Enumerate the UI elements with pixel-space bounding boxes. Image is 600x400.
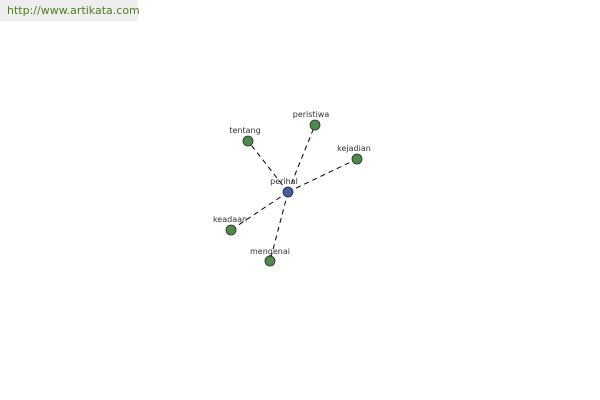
edge-kejadian (287, 158, 358, 193)
node-mengenai-label: mengenai (250, 247, 290, 256)
node-peristiwa[interactable]: peristiwa (293, 110, 330, 131)
node-keadaan[interactable]: keadaan (213, 215, 247, 236)
node-tentang-dot[interactable] (242, 135, 254, 147)
node-mengenai[interactable]: mengenai (250, 247, 290, 267)
node-peristiwa-dot[interactable] (309, 119, 321, 131)
node-kejadian-dot[interactable] (351, 153, 363, 165)
node-keadaan-label: keadaan (213, 215, 247, 224)
node-tentang-label: tentang (229, 126, 260, 135)
node-keadaan-dot[interactable] (225, 224, 237, 236)
url-banner: http://www.artikata.com (0, 0, 140, 21)
edge-mengenai (269, 191, 289, 262)
edge-tentang (247, 140, 289, 193)
node-center-dot[interactable] (282, 186, 294, 198)
edge-peristiwa (287, 124, 316, 193)
node-center[interactable]: perihal (270, 177, 298, 198)
node-kejadian[interactable]: kejadian (337, 144, 371, 165)
node-tentang[interactable]: tentang (229, 126, 261, 147)
site-url[interactable]: http://www.artikata.com (7, 4, 140, 17)
node-mengenai-dot[interactable] (264, 255, 276, 267)
node-kejadian-label: kejadian (337, 144, 371, 153)
node-center-label: perihal (270, 177, 298, 186)
node-peristiwa-label: peristiwa (293, 110, 330, 119)
edge-keadaan (230, 191, 289, 231)
edges (230, 124, 358, 262)
